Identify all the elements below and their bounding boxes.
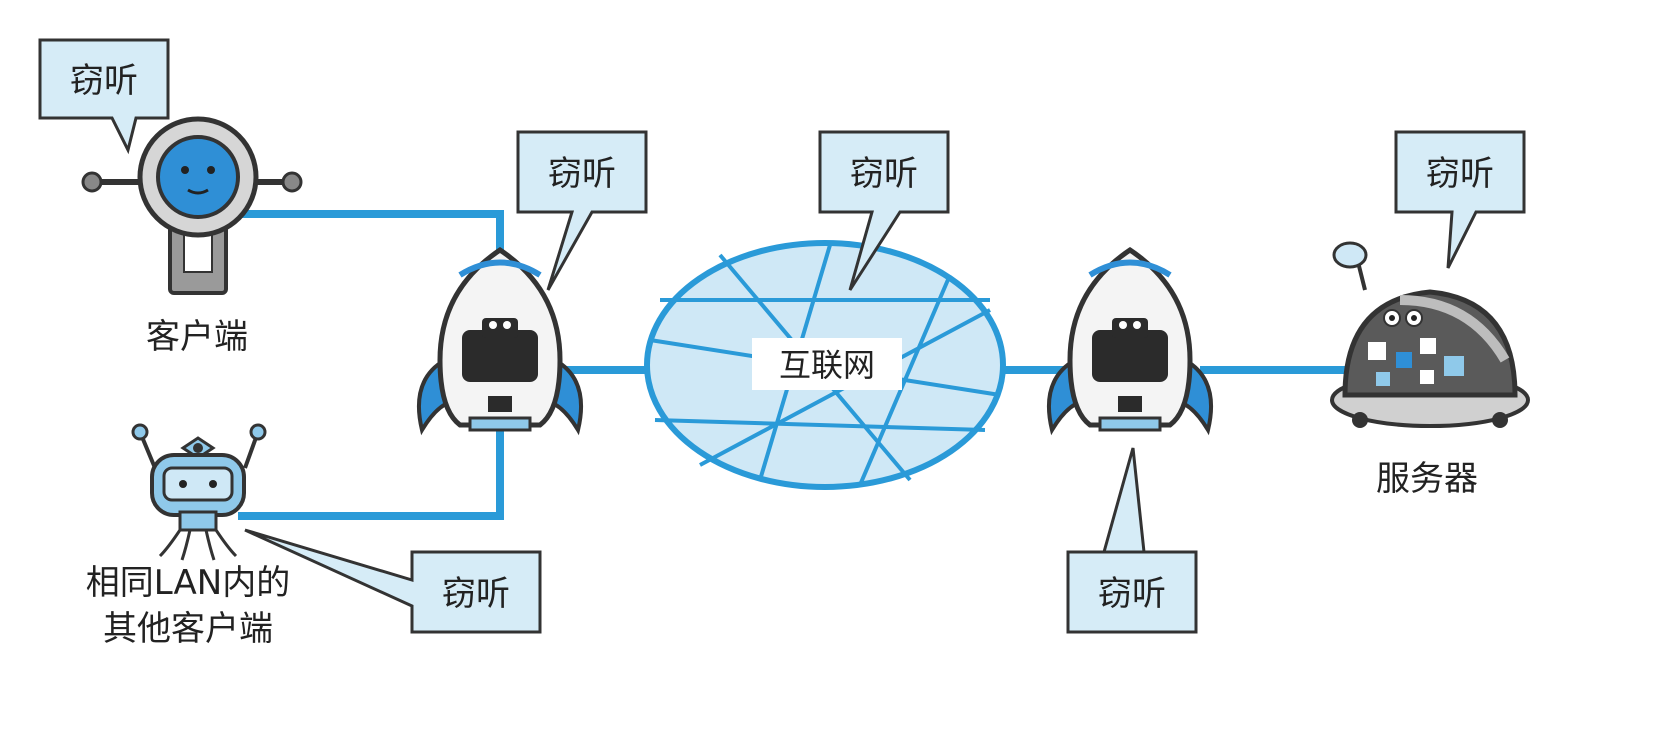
eavesdrop-bubble-lan: 窃听 <box>244 528 542 634</box>
svg-text:窃听: 窃听 <box>70 61 138 101</box>
client-label: 客户端 <box>146 317 248 357</box>
svg-text:窃听: 窃听 <box>1426 154 1494 194</box>
svg-text:窃听: 窃听 <box>850 154 918 194</box>
server-robot <box>1330 241 1530 428</box>
eavesdrop-bubble-router-right: 窃听 <box>1066 447 1198 634</box>
lan-clients-label-line1: 相同LAN内的 <box>86 563 290 603</box>
router-rocket-right <box>1047 246 1213 436</box>
lan-client-robot <box>131 423 267 561</box>
eavesdrop-bubble-router-left: 窃听 <box>516 130 648 291</box>
eavesdrop-bubble-server: 窃听 <box>1394 130 1526 269</box>
svg-text:窃听: 窃听 <box>548 154 616 194</box>
eavesdrop-bubble-internet: 窃听 <box>818 130 950 291</box>
link-client-to-router <box>215 210 504 300</box>
server-label: 服务器 <box>1376 459 1478 499</box>
internet-label: 互联网 <box>779 346 875 384</box>
eavesdrop-bubble-client: 窃听 <box>38 38 170 155</box>
lan-clients-label-line2: 其他客户端 <box>103 609 273 649</box>
client-robot <box>81 116 303 295</box>
router-rocket-left <box>417 246 583 436</box>
svg-text:窃听: 窃听 <box>442 574 510 614</box>
svg-text:窃听: 窃听 <box>1098 574 1166 614</box>
link-lan-client-to-router <box>238 420 504 520</box>
internet-cloud: 互联网 <box>644 240 1006 490</box>
